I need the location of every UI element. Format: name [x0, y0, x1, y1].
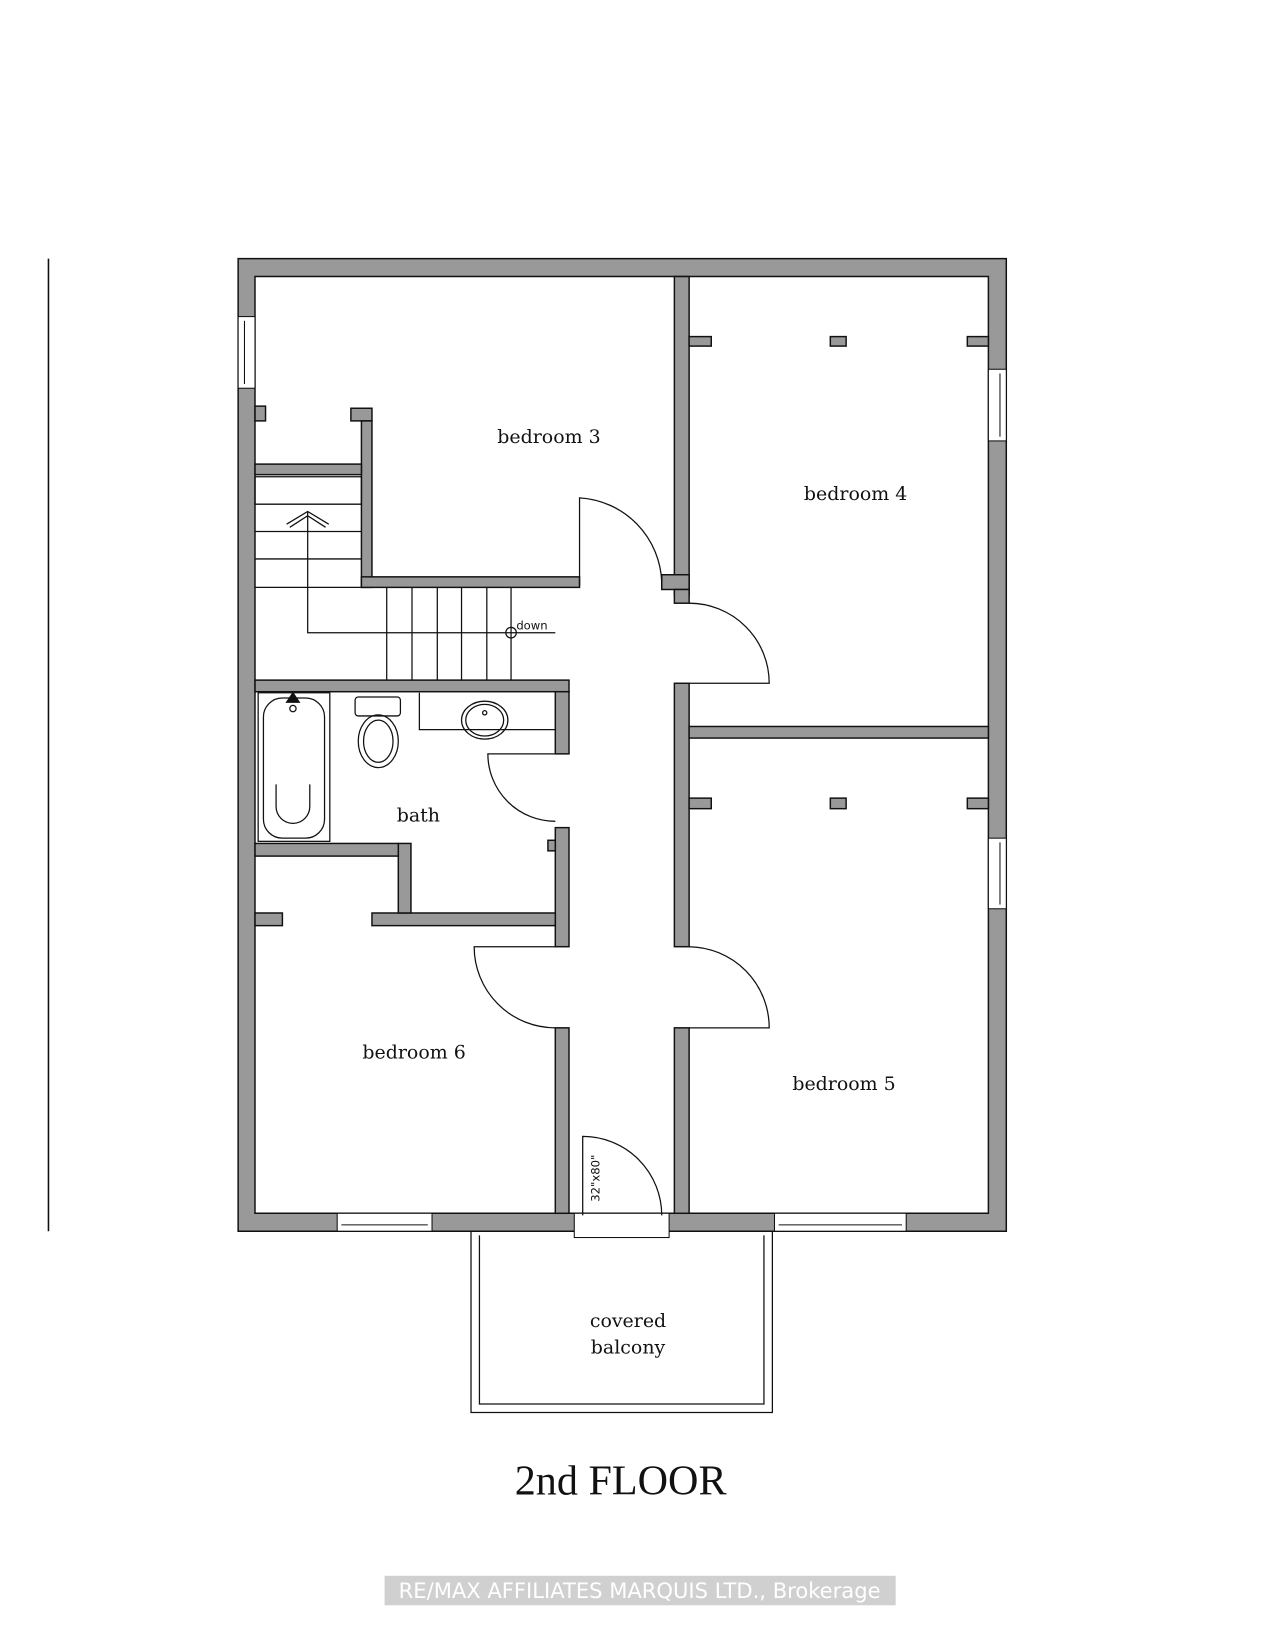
windows: [237, 316, 1007, 1239]
room-label-balcony-2: balcony: [591, 1336, 666, 1358]
toilet: [354, 696, 402, 769]
exterior-walls: [237, 257, 1008, 1232]
room-label-bedroom5: bedroom 5: [792, 1073, 895, 1095]
room-label-bedroom4: bedroom 4: [804, 483, 907, 505]
doors: [473, 497, 770, 1216]
staircase[interactable]: [254, 476, 556, 681]
room-label-bath: bath: [397, 804, 440, 826]
interior-walls: [254, 275, 990, 1215]
bathtub: [257, 691, 331, 842]
watermark-band: [384, 1575, 896, 1606]
floor-title: 2nd FLOOR: [515, 1458, 728, 1505]
room-label-bedroom3: bedroom 3: [497, 426, 600, 448]
door-size-label: 32"x80": [589, 1155, 603, 1202]
room-label-balcony-1: covered: [590, 1310, 666, 1332]
sink-vanity: [418, 692, 556, 740]
stair-down-label: down: [516, 619, 547, 633]
room-label-bedroom6: bedroom 6: [362, 1041, 465, 1063]
watermark: RE/MAX AFFILIATES MARQUIS LTD., Brokerag…: [399, 1578, 881, 1603]
covered-balcony: [470, 1231, 774, 1414]
